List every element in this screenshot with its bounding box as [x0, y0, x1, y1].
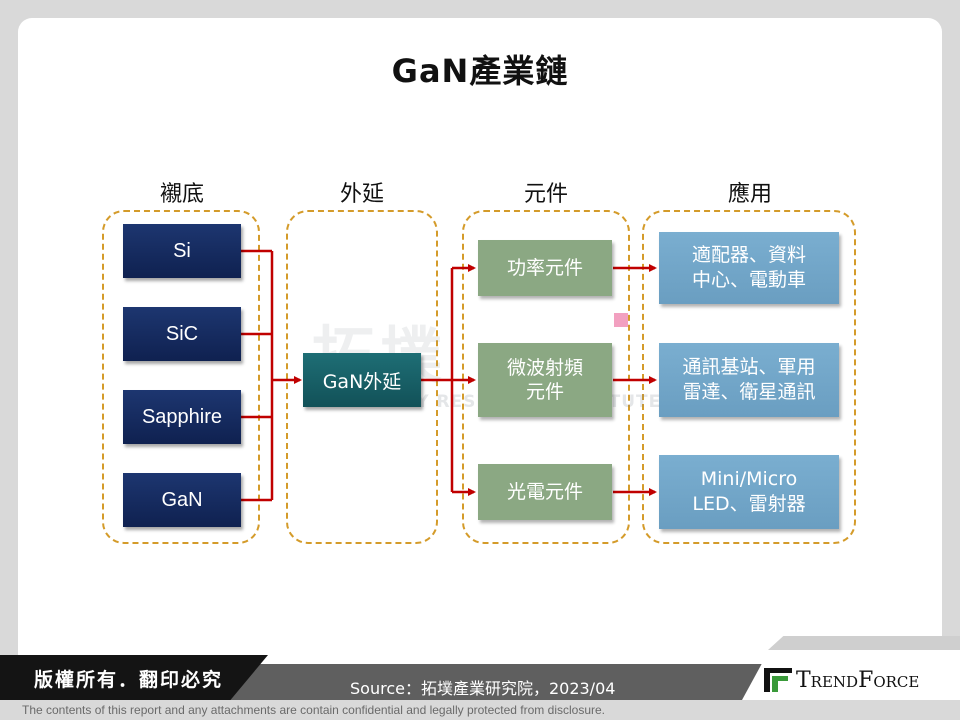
- component-power: 功率元件: [478, 240, 612, 296]
- component-rf-line1: 微波射頻: [506, 357, 583, 379]
- application-opto-line1: Mini/Micro: [700, 468, 798, 490]
- page-title: GaN產業鏈: [391, 52, 569, 90]
- footer-disclaimer: The contents of this report and any atta…: [22, 703, 605, 717]
- application-rf-line2: 雷達、衛星通訊: [682, 381, 816, 403]
- column-header-epitaxy: 外延: [339, 182, 384, 207]
- substrate-gan: GaN: [123, 473, 241, 527]
- application-opto-line2: LED、雷射器: [692, 493, 806, 515]
- column-header-component: 元件: [523, 182, 568, 207]
- footer-copyright-panel: [0, 655, 268, 700]
- application-power-line2: 中心、電動車: [691, 269, 806, 291]
- column-header-application: 應用: [727, 182, 772, 207]
- footer-source: Source：拓墣產業研究院，2023/04: [350, 679, 616, 698]
- application-group: [642, 210, 856, 544]
- substrate-sic: SiC: [123, 307, 241, 361]
- component-opto: 光電元件: [478, 464, 612, 520]
- pink-square-decoration: [614, 313, 628, 327]
- application-power-line1: 適配器、資料: [691, 244, 806, 266]
- component-group: [462, 210, 630, 544]
- component-rf-line2: 元件: [525, 381, 564, 403]
- component-opto-label: 光電元件: [506, 481, 583, 503]
- component-power-label: 功率元件: [506, 257, 583, 279]
- footer-copyright: 版權所有．翻印必究: [34, 669, 224, 691]
- substrate-sapphire: Sapphire: [123, 390, 241, 444]
- brand-name: TrendForce: [796, 668, 920, 693]
- application-opto: Mini/Micro LED、雷射器: [659, 455, 839, 529]
- substrate-si: Si: [123, 224, 241, 278]
- component-rf: 微波射頻 元件: [478, 343, 612, 417]
- column-header-substrate: 襯底: [159, 182, 204, 207]
- logo-grey-stripe: [768, 636, 960, 650]
- epitaxy-box: GaN外延: [303, 353, 421, 407]
- application-rf: 通訊基站、軍用 雷達、衛星通訊: [659, 343, 839, 417]
- application-power: 適配器、資料 中心、電動車: [659, 232, 839, 304]
- epitaxy-group: [286, 210, 438, 544]
- substrate-group: [102, 210, 260, 544]
- trendforce-logo-icon: [764, 668, 792, 692]
- application-rf-line1: 通訊基站、軍用: [682, 356, 816, 378]
